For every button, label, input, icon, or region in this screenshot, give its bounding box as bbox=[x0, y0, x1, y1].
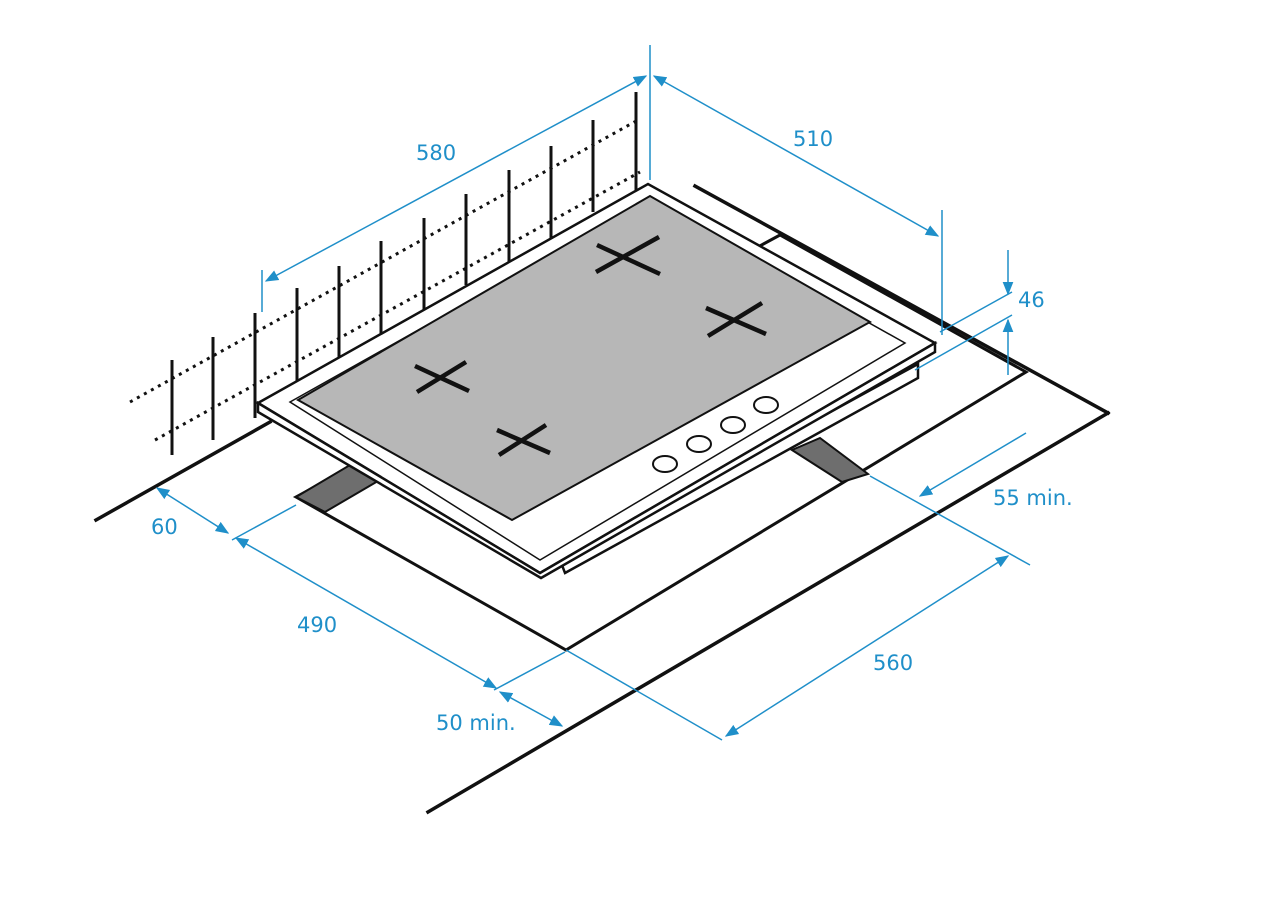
cross-icon bbox=[414, 360, 470, 394]
extension-line bbox=[231, 504, 297, 541]
extension-line bbox=[493, 651, 566, 691]
dimension-labels: 580 510 46 55 min. 60 490 50 min. 560 bbox=[151, 127, 1073, 735]
dim-label-510: 510 bbox=[793, 127, 833, 151]
dim-490-line bbox=[234, 537, 498, 689]
dim-580-line bbox=[264, 75, 648, 282]
cross-icon bbox=[496, 423, 551, 457]
dim-50-line bbox=[498, 691, 564, 727]
hob-frame-edge bbox=[256, 340, 937, 580]
extension-line bbox=[869, 475, 1031, 566]
cutout-shadow-right bbox=[789, 436, 871, 484]
dim-label-490: 490 bbox=[297, 613, 337, 637]
cross-icon bbox=[705, 301, 767, 338]
circle-icon bbox=[686, 435, 712, 453]
dim-60-line bbox=[155, 487, 230, 534]
extension-line bbox=[914, 314, 1013, 371]
dim-560-line bbox=[724, 555, 1010, 737]
dim-label-55-min: 55 min. bbox=[993, 486, 1073, 510]
circle-icon bbox=[652, 455, 678, 473]
control-knobs bbox=[652, 396, 779, 473]
dim-label-60: 60 bbox=[151, 515, 178, 539]
extension-line-hidden bbox=[1026, 372, 1030, 566]
dim-label-560: 560 bbox=[873, 651, 913, 675]
worktop-back-left-edge bbox=[93, 419, 273, 523]
extension-line bbox=[939, 291, 1013, 333]
circle-icon bbox=[720, 416, 746, 434]
dim-55-arrow bbox=[918, 432, 1027, 497]
dim-510-line bbox=[652, 75, 940, 237]
circle-icon bbox=[753, 396, 779, 414]
extension-line bbox=[565, 649, 723, 741]
dim-label-50-min: 50 min. bbox=[436, 711, 516, 735]
dim-label-46: 46 bbox=[1018, 288, 1045, 312]
dimension-lines bbox=[155, 45, 1031, 741]
dim-label-580: 580 bbox=[416, 141, 456, 165]
